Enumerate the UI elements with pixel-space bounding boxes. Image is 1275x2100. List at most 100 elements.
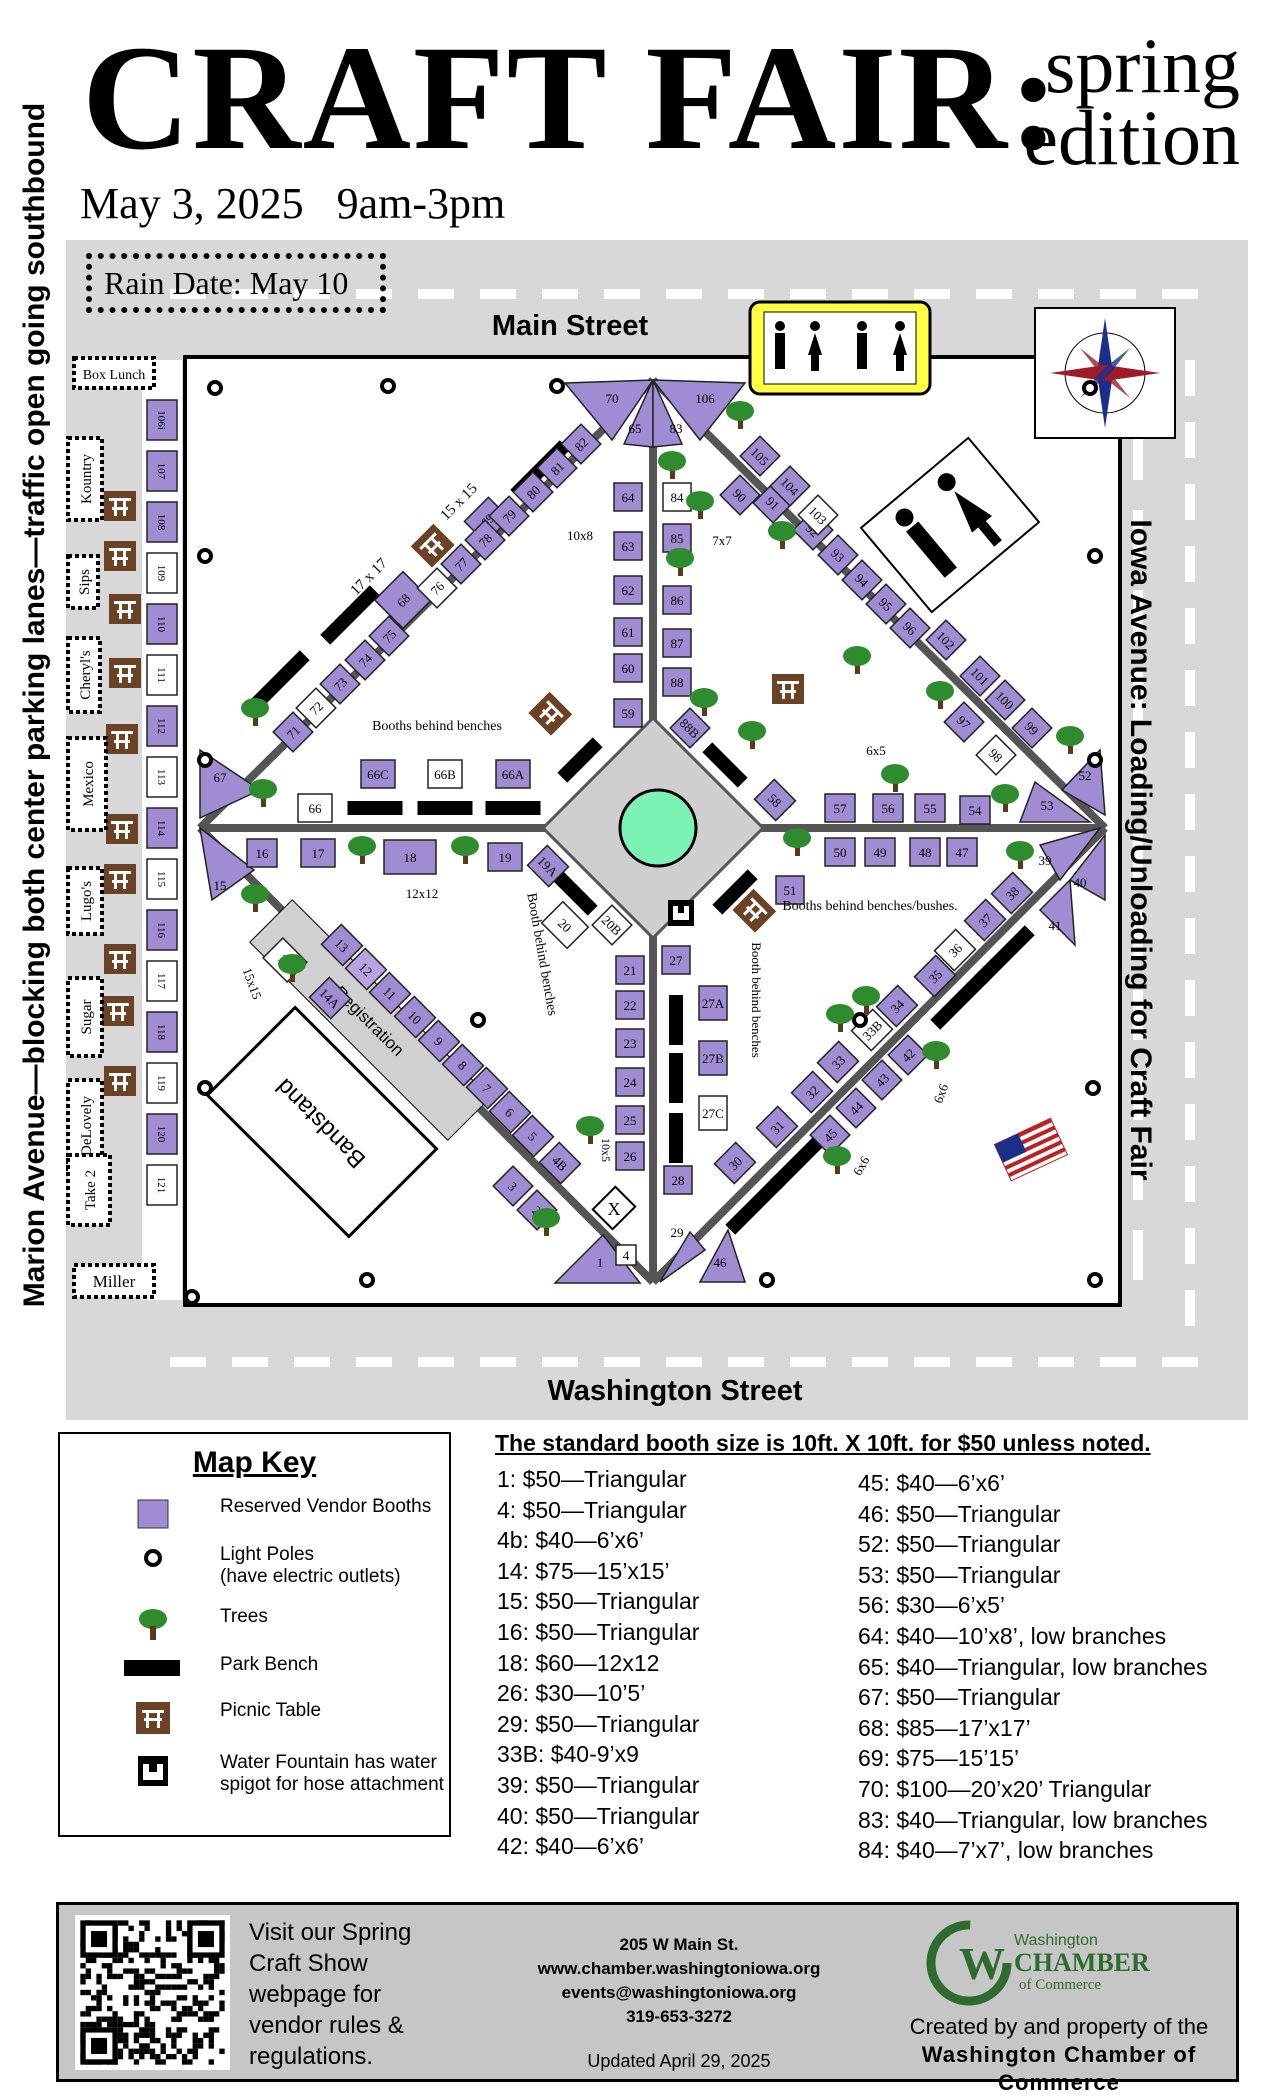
- left-vendor-label: Kountry: [79, 454, 95, 504]
- booth-box: [661, 945, 691, 975]
- booth: 29: [659, 1225, 707, 1283]
- booth: 39: [1039, 826, 1102, 882]
- booth: 44: [835, 1087, 877, 1129]
- key-label-bench: Park Bench: [220, 1654, 319, 1675]
- picnic-table-icon: [410, 523, 455, 568]
- left-column-booth: 106i: [146, 399, 178, 441]
- phone: 319-653-3272: [626, 2007, 732, 2026]
- booth-number: 29: [671, 1225, 684, 1240]
- booth: 19A: [526, 844, 570, 888]
- booth: 80: [512, 471, 554, 513]
- booth-box: [841, 559, 883, 601]
- picnic-table-icon: [136, 1702, 170, 1734]
- booth: 58: [753, 778, 797, 822]
- price-item: 29: $50—Triangular: [497, 1710, 700, 1737]
- park-bench: [669, 995, 683, 1045]
- light-pole-icon: [380, 378, 396, 394]
- booth-box: [872, 793, 904, 823]
- tree-icon: [690, 688, 718, 716]
- booth-box: [663, 1165, 693, 1195]
- booth-number: 65: [629, 421, 642, 436]
- tree-icon: [576, 1116, 604, 1144]
- booth-box: [943, 701, 985, 743]
- booth-box: [344, 947, 388, 991]
- booth-swatch: [137, 1499, 169, 1529]
- booth: 40: [1068, 832, 1106, 902]
- booth: 3: [492, 1165, 534, 1207]
- booth: 16: [246, 838, 278, 868]
- booth-box: [536, 447, 578, 489]
- booth: 49: [864, 837, 896, 867]
- park-bench: [770, 1130, 830, 1190]
- qr-code-icon[interactable]: [75, 1915, 230, 2070]
- left-column-booth: 114: [146, 807, 178, 849]
- park-bench: [930, 970, 990, 1030]
- booth: 83: [652, 379, 684, 448]
- booth: 17: [300, 838, 336, 868]
- price-item: 45: $40—6’x6’: [858, 1470, 1006, 1496]
- price-item: 15: $50—Triangular: [497, 1588, 700, 1615]
- map-label: Booths behind benches/bushes.: [782, 899, 957, 914]
- picnic-table-icon: [109, 658, 141, 688]
- booth-box: [719, 474, 761, 516]
- booth-box: [488, 495, 530, 537]
- booth-box: [495, 759, 531, 789]
- map-key-title: Map Key: [192, 1446, 317, 1479]
- left-column-booth: 109: [146, 552, 178, 594]
- booth-box: [861, 1059, 903, 1101]
- booth-triangle: [651, 379, 747, 442]
- price-item: 56: $30—6’x5’: [858, 1592, 1006, 1619]
- booth: 78: [464, 519, 506, 561]
- park-bench: [557, 737, 603, 783]
- price-item: 70: $100—20’x20’ Triangular: [858, 1775, 1152, 1802]
- booth-number: 51: [784, 883, 797, 898]
- booth: 38: [990, 871, 1034, 915]
- booth: 27: [661, 945, 691, 975]
- park-bench: [485, 801, 541, 815]
- booth: 97: [943, 701, 985, 743]
- left-vendor-label: Cheryl's: [78, 650, 94, 700]
- left-vendor-label: Take 2: [83, 1170, 99, 1210]
- booth-number: 21: [624, 963, 637, 978]
- booth-box: [835, 1087, 877, 1129]
- email-link[interactable]: events@washingtoniowa.org: [561, 1983, 797, 2002]
- booth: 10: [393, 995, 437, 1039]
- booth-number: 66C: [367, 767, 389, 782]
- picnic-table-icon: [732, 888, 777, 933]
- booth: 27A: [698, 985, 728, 1021]
- booth-number: 4: [623, 1248, 630, 1263]
- price-item: 65: $40—Triangular, low branches: [858, 1653, 1208, 1680]
- light-pole-icon: [1082, 380, 1098, 396]
- booth-box: [914, 793, 946, 823]
- left-vendors-layer: Box LunchKountrySipsCheryl'sMexicoLugo's…: [66, 356, 178, 1299]
- left-vendor: Miller: [72, 1263, 156, 1299]
- booth-triangle: [1018, 780, 1093, 823]
- picnic-table-icon: [528, 691, 573, 736]
- left-vendor: Take 2: [66, 1153, 112, 1227]
- left-column-booth-number: 118: [155, 1024, 167, 1041]
- park-bench: [552, 870, 598, 916]
- booth-number: 1: [597, 1255, 604, 1270]
- tree-icon: [658, 451, 686, 479]
- booth-box: [538, 1141, 582, 1185]
- booth-triangle: [659, 1230, 707, 1283]
- booth-box: [465, 1066, 509, 1110]
- booth: 18: [383, 839, 437, 875]
- booth-box: [615, 1244, 637, 1266]
- map-label: 10x5: [599, 1138, 613, 1162]
- left-vendor-label: Sips: [77, 569, 93, 595]
- booth-number: 87: [671, 636, 685, 651]
- website-link[interactable]: www.chamber.washingtoniowa.org: [537, 1959, 821, 1978]
- booth: 59: [613, 698, 643, 728]
- price-item: 53: $50—Triangular: [858, 1561, 1061, 1588]
- booth-number: 106: [695, 391, 715, 406]
- booths-layer: 12344B56789101112131414A151617181919A202…: [198, 379, 1106, 1284]
- price-item: 16: $50—Triangular: [497, 1618, 700, 1645]
- light-pole-icon: [1087, 1272, 1103, 1288]
- left-vendor: Box Lunch: [72, 356, 156, 390]
- key-row-picnic: Picnic Table: [60, 1700, 449, 1746]
- left-column-booth: 107: [146, 450, 178, 492]
- booth-box: [698, 1040, 728, 1076]
- booth-box: [946, 837, 978, 867]
- light-pole-icon: [759, 1272, 775, 1288]
